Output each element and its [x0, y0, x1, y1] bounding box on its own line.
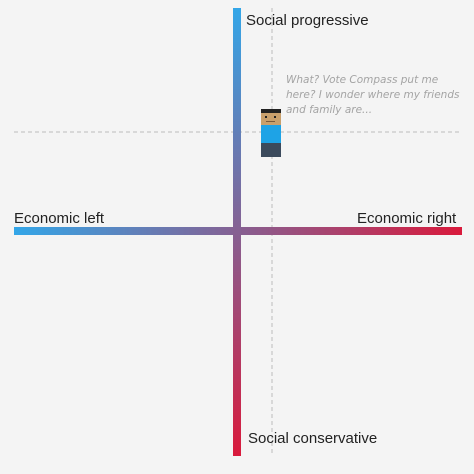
annotation-text: What? Vote Compass put me here? I wonder… [286, 74, 460, 116]
label-social-progressive: Social progressive [246, 12, 369, 29]
social-axis [233, 8, 241, 456]
label-economic-right: Economic right [357, 210, 457, 227]
person-avatar-icon [261, 109, 281, 157]
label-economic-left: Economic left [14, 210, 105, 227]
label-social-conservative: Social conservative [248, 430, 378, 447]
